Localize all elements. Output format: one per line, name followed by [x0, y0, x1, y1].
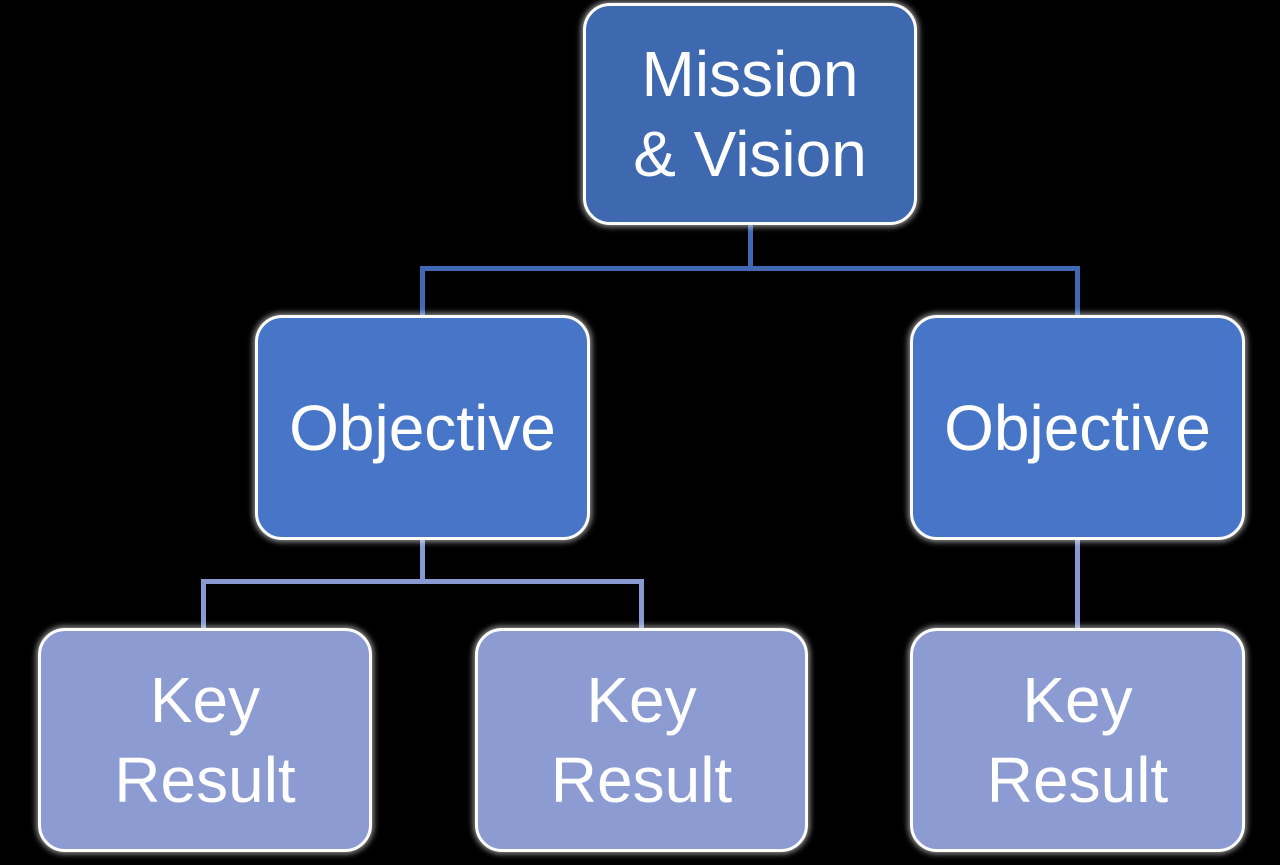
node-mission-vision: Mission & Vision: [583, 3, 917, 225]
node-label-line: Result: [986, 744, 1169, 816]
node-label-line: Key: [149, 664, 261, 736]
node-key-result-right: Key Result: [910, 628, 1245, 852]
connector-mission-stem: [748, 222, 753, 271]
node-label-line: Objective: [944, 391, 1211, 464]
node-label-line: Result: [114, 744, 296, 816]
node-label-line: & Vision: [633, 118, 867, 190]
node-label-line: Objective: [289, 391, 556, 464]
node-label-line: Result: [550, 744, 733, 816]
node-key-result-left: Key Result: [38, 628, 372, 852]
connector-to-key-result-2: [639, 579, 644, 630]
node-key-result-middle: Key Result: [475, 628, 808, 852]
connector-to-key-result-3: [1075, 537, 1080, 630]
connector-to-objective-left: [420, 266, 425, 317]
node-label-line: Key: [586, 664, 697, 736]
connector-objective-left-horizontal-bar: [201, 579, 644, 584]
connector-objective-left-stem: [420, 537, 425, 584]
connector-to-objective-right: [1075, 266, 1080, 317]
connector-mission-horizontal-bar: [420, 266, 1080, 271]
node-objective-left: Objective: [255, 315, 590, 540]
node-label-line: Mission: [641, 38, 859, 110]
node-label-line: Key: [1022, 664, 1133, 736]
connector-to-key-result-1: [201, 579, 206, 630]
node-objective-right: Objective: [910, 315, 1245, 540]
